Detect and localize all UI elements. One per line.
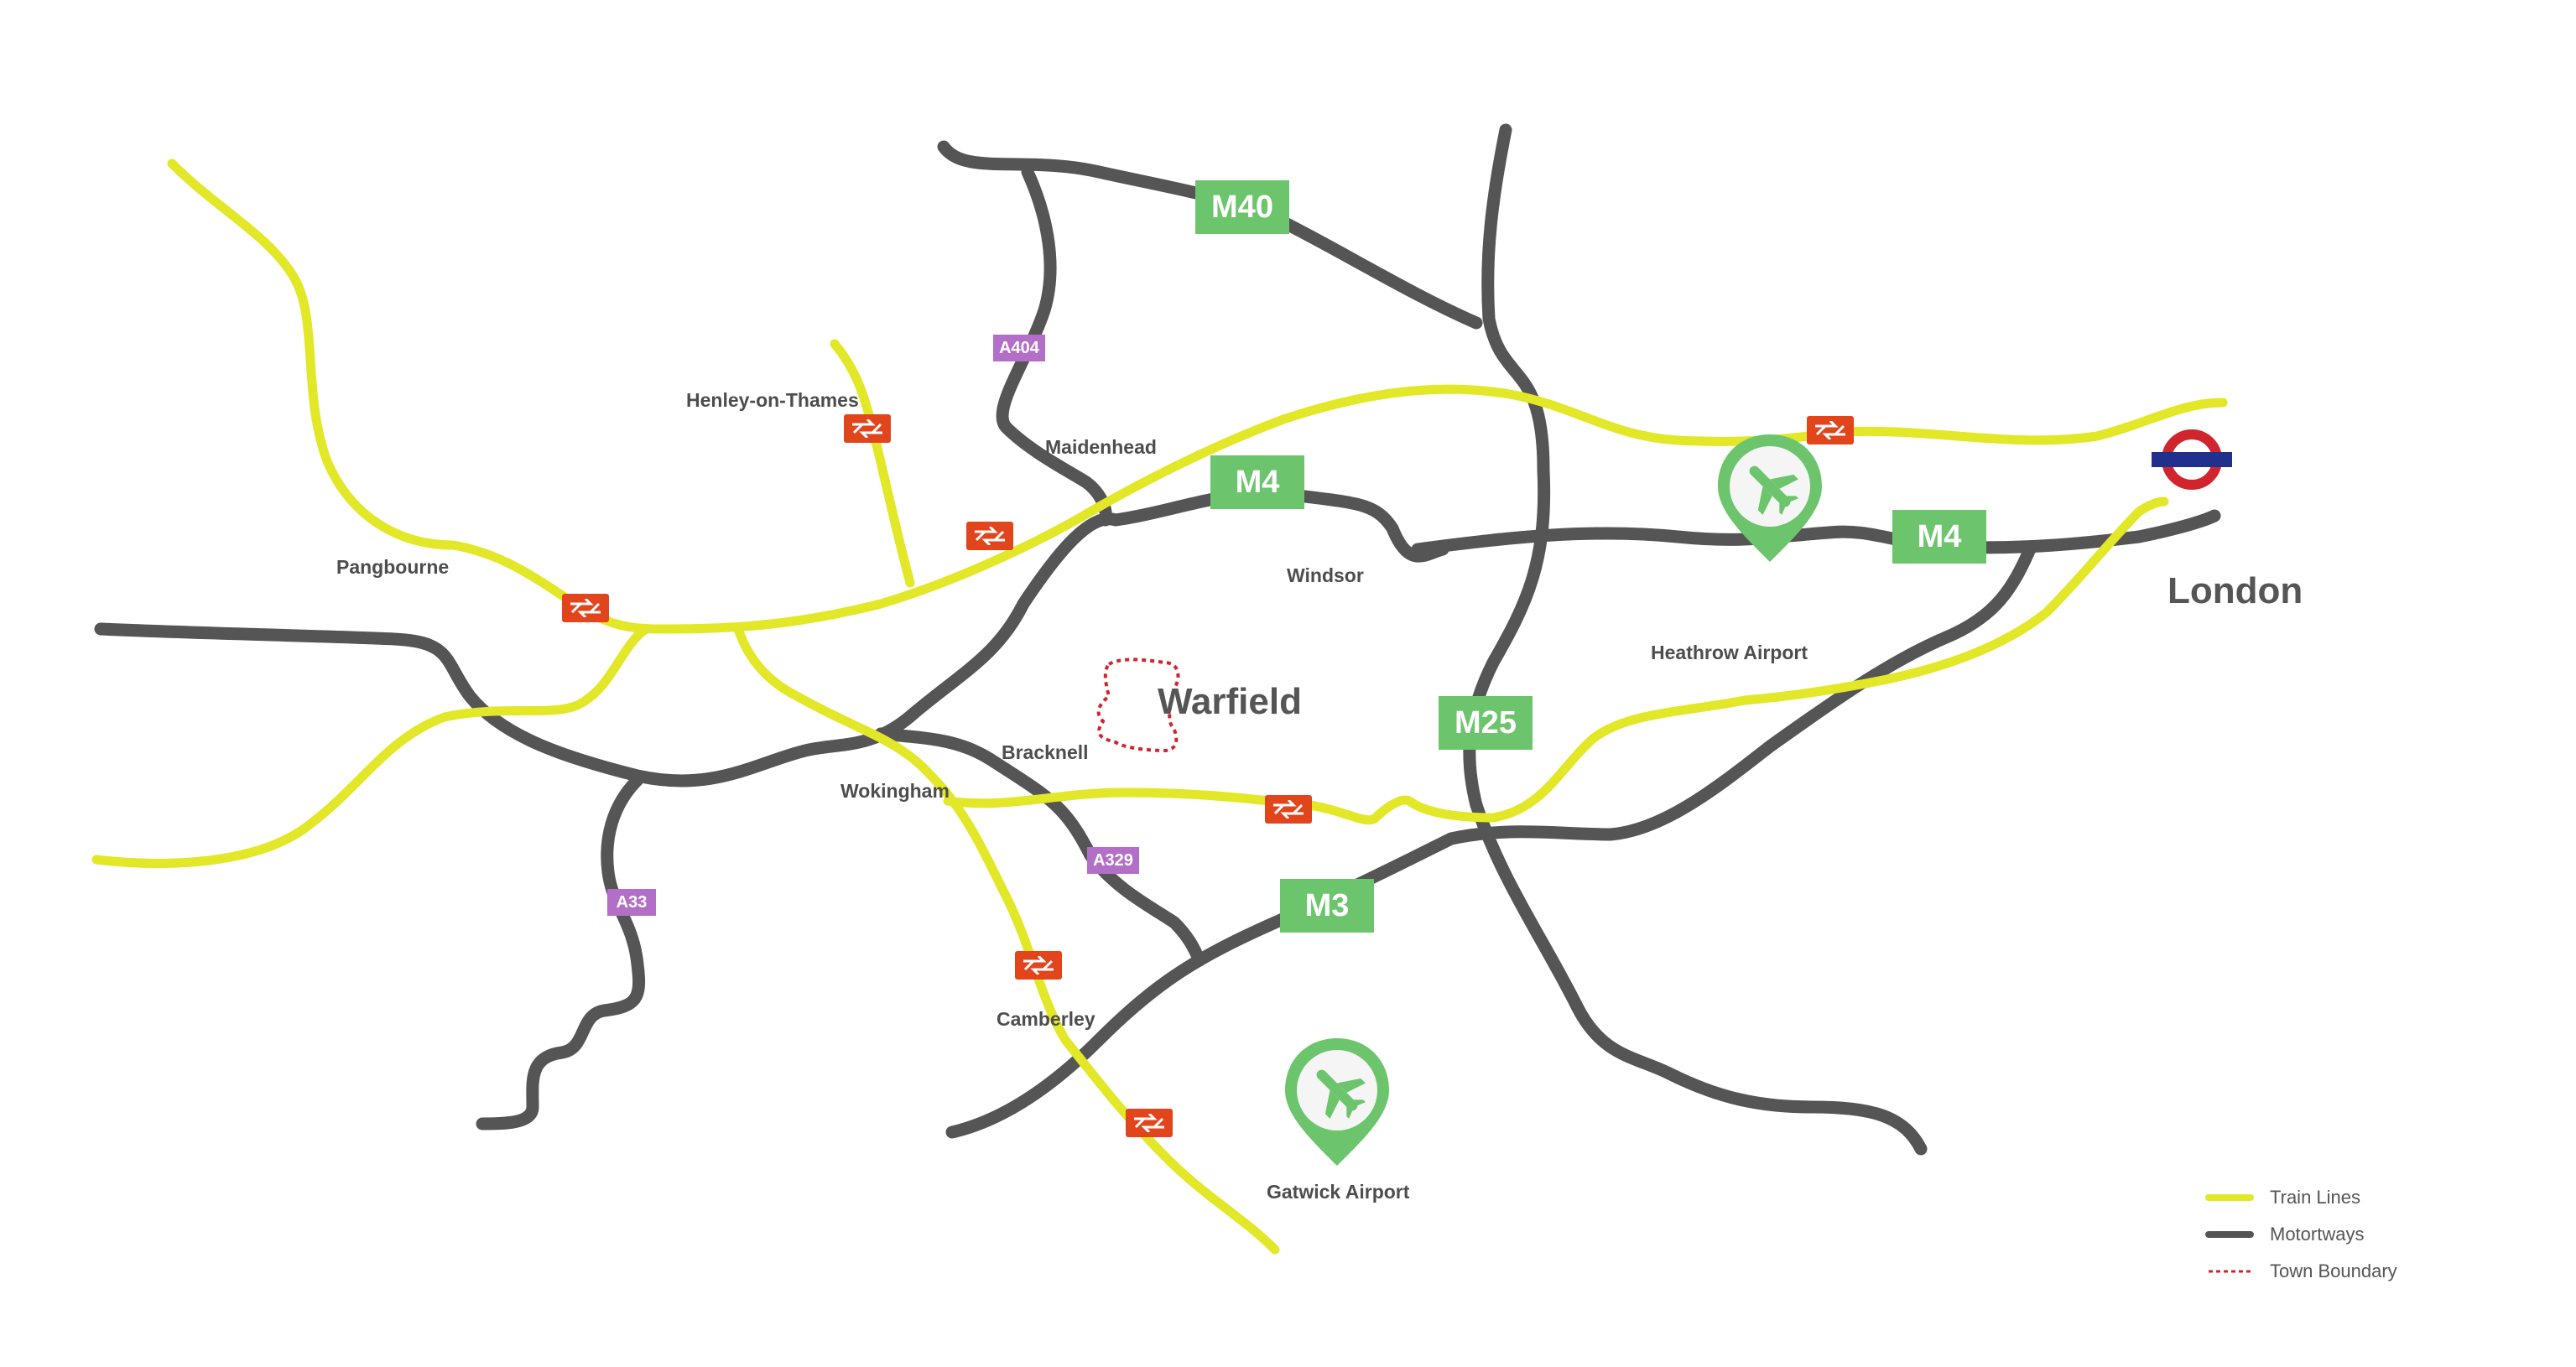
m4-east-shield: M4 [1892,510,1986,564]
airport-label-gatwick: Gatwick Airport [1267,1181,1410,1203]
m4-west-shield: M4 [1210,455,1304,509]
national-rail-icon [966,522,1013,550]
place-label-windsor: Windsor [1287,564,1364,586]
legend-label-train: Train Lines [2270,1187,2361,1208]
m25-shield: M25 [1439,696,1533,750]
m40-shield: M40 [1195,180,1289,234]
airport-label-heathrow: Heathrow Airport [1651,642,1808,663]
train-line-west [91,624,651,868]
national-rail-icon [1807,416,1854,444]
legend-label-motorway: Motortways [2270,1224,2365,1245]
train-line-henley [830,339,915,588]
place-label-bracknell: Bracknell [1002,741,1089,763]
place-label-maidenhead: Maidenhead [1045,436,1157,458]
a404-shield: A404 [993,335,1045,361]
place-label-pangbourne: Pangbourne [336,556,450,578]
m25-road [1463,123,1928,1156]
airplane-icon [1718,434,1822,562]
airplane-icon [1285,1038,1389,1166]
m4-east-road [1411,509,2221,556]
place-label-camberley: Camberley [997,1008,1095,1030]
national-rail-icon [844,414,891,443]
national-rail-icon [1126,1109,1173,1137]
warfield-boundary [1096,658,1180,753]
a329-road [874,727,1206,967]
underground-roundel-icon [2152,429,2232,490]
national-rail-icon [1015,951,1062,980]
legend-label-boundary: Town Boundary [2270,1260,2397,1281]
national-rail-icon [562,594,609,622]
m4-west-road [94,486,1449,787]
place-label-warfield: Warfield [1158,681,1302,722]
a33-road [476,773,646,1131]
place-label-henley: Henley-on-Thames [686,389,859,411]
place-label-wokingham: Wokingham [840,780,950,802]
motorways [94,123,2221,1156]
place-label-london: London [2167,570,2303,611]
train-line-camberley [733,624,1280,1255]
m3-shield: M3 [1280,879,1374,933]
a329-shield: A329 [1087,847,1139,874]
m3-road [945,543,2037,1139]
a404-road [996,165,1112,527]
a33-shield: A33 [607,889,656,916]
train-line-south [943,496,2169,825]
national-rail-icon [1265,795,1312,824]
